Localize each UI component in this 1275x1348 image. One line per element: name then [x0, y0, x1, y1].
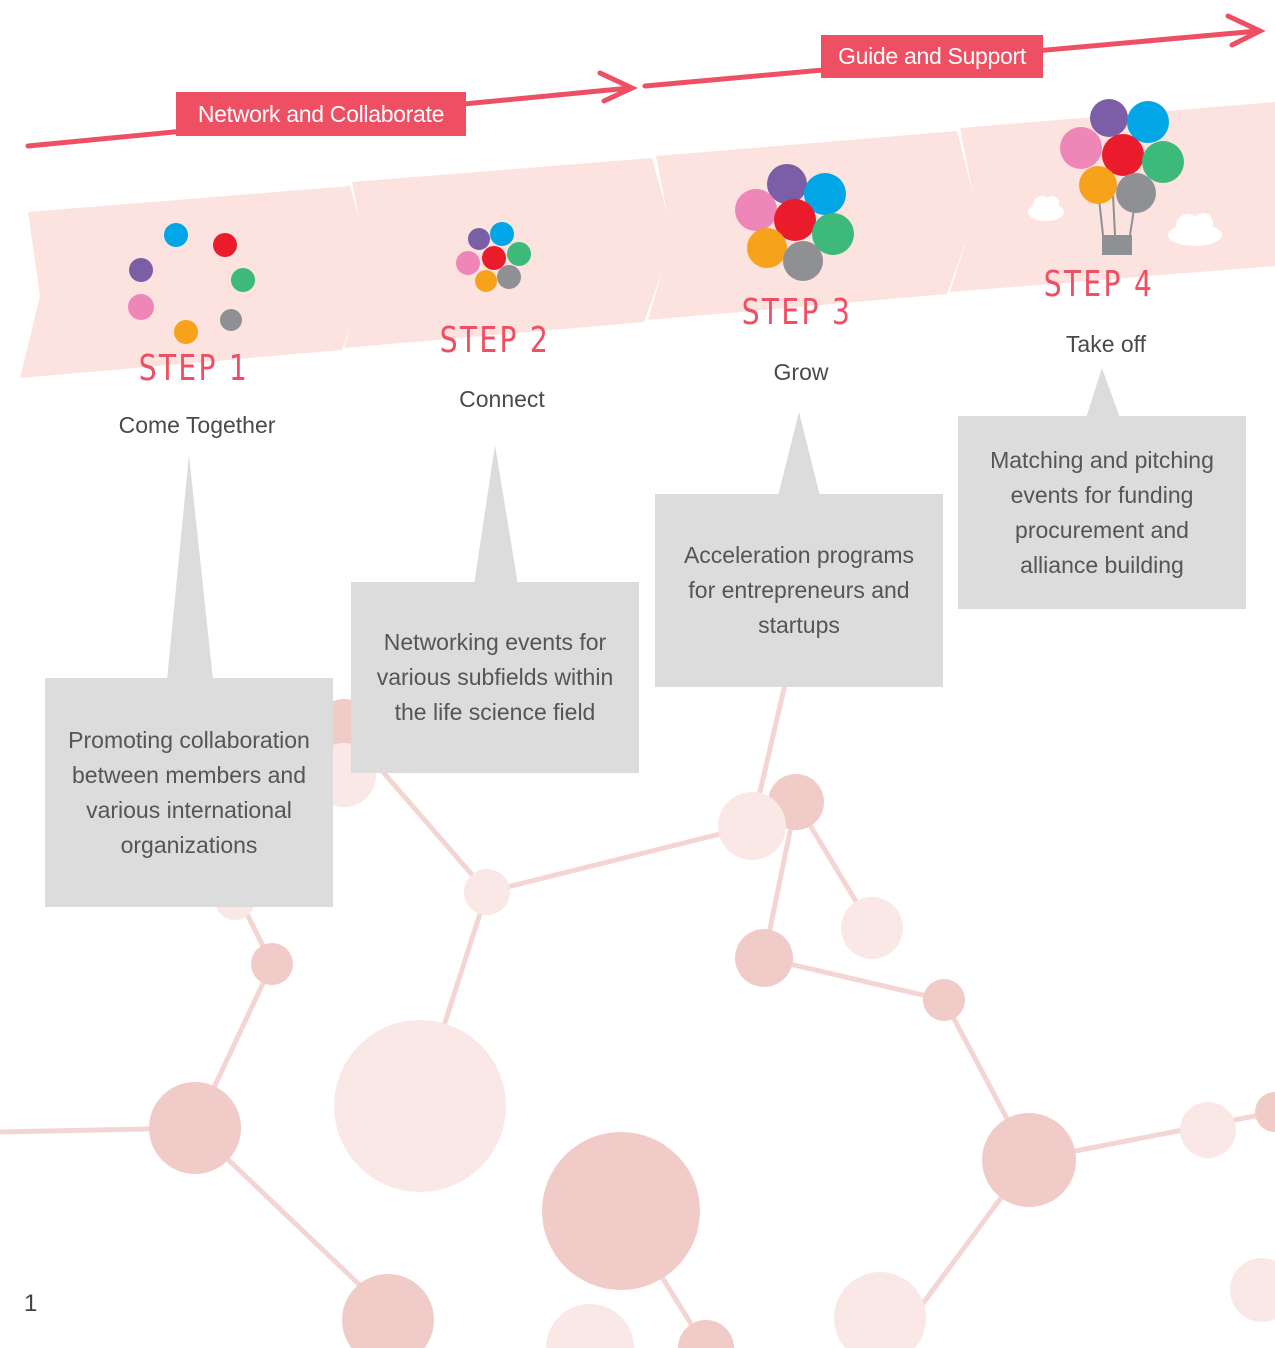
step-2-name: Connect	[459, 386, 545, 412]
guide-support-label: Guide and Support	[821, 35, 1043, 78]
step-3-pointer	[778, 412, 820, 496]
step-1-number: STEP 1	[138, 348, 250, 389]
step-4-name: Take off	[1065, 331, 1147, 357]
step-1-pointer	[167, 455, 213, 680]
step-4-pointer	[1086, 368, 1120, 418]
step-3-number: STEP 3	[741, 292, 853, 333]
network-collaborate-label: Network and Collaborate	[176, 92, 466, 136]
step-3-description: Acceleration programs for entrepreneurs …	[655, 494, 943, 687]
large-dot-cluster-icon	[735, 164, 854, 281]
scattered-dots-icon	[128, 223, 255, 344]
step-1-name: Come Together	[118, 412, 276, 438]
page-number: 1	[24, 1290, 38, 1317]
step-4-number: STEP 4	[1043, 264, 1155, 305]
step-2-pointer	[474, 445, 518, 585]
small-dot-cluster-icon	[456, 222, 531, 292]
step-4-description: Matching and pitching events for funding…	[958, 416, 1246, 609]
step-1-description: Promoting collaboration between members …	[45, 678, 333, 907]
step-3-name: Grow	[773, 359, 829, 385]
hot-air-balloon-icon	[1028, 99, 1222, 255]
step-2-number: STEP 2	[439, 320, 551, 361]
step-2-description: Networking events for various subfields …	[351, 582, 639, 773]
